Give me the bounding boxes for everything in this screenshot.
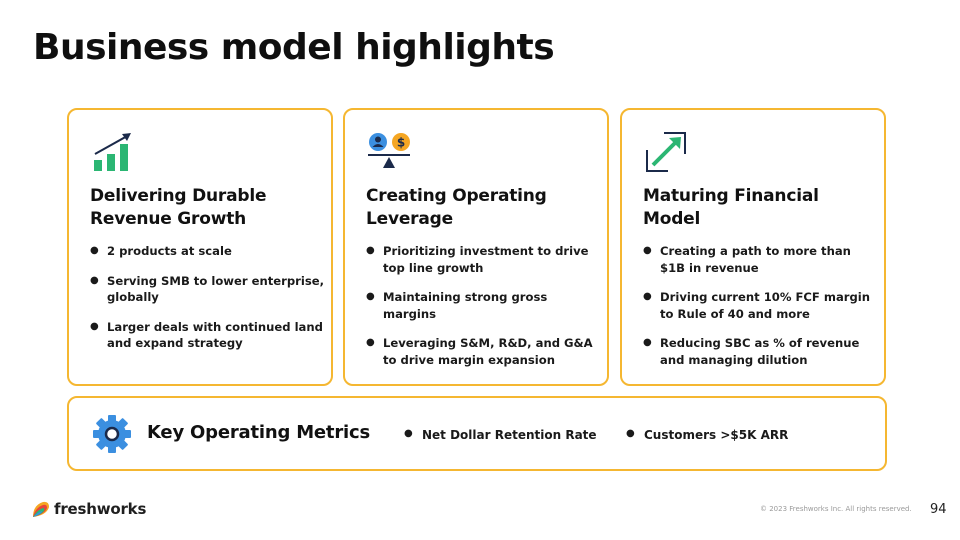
bullet-list: Creating a path to more than $1B in reve…	[643, 243, 879, 381]
page-number: 94	[930, 502, 947, 517]
bullet-item: 2 products at scale	[90, 243, 326, 260]
card-title: Creating Operating Leverage	[366, 186, 547, 229]
balance-scale-icon: $	[368, 133, 410, 168]
bullet-item: Driving current 10% FCF margin to Rule o…	[643, 289, 879, 322]
bullet-item: Serving SMB to lower enterprise, globall…	[90, 273, 326, 306]
card-title: Maturing Financial Model	[643, 186, 819, 229]
metric-item: Customers >$5K ARR	[626, 428, 788, 442]
logo-wordmark: freshworks	[54, 500, 147, 518]
card-title: Delivering Durable Revenue Growth	[90, 186, 267, 229]
bullet-item: Prioritizing investment to drive top lin…	[366, 243, 602, 276]
card-financial-model: Maturing Financial Model Creating a path…	[620, 108, 886, 386]
metric-item: Net Dollar Retention Rate	[404, 428, 597, 442]
bullet-item: Reducing SBC as % of revenue and managin…	[643, 335, 879, 368]
bullet-item: Leveraging S&M, R&D, and G&A to drive ma…	[366, 335, 602, 368]
metrics-title: Key Operating Metrics	[147, 422, 370, 443]
bullet-list: Prioritizing investment to drive top lin…	[366, 243, 602, 381]
bullet-item: Creating a path to more than $1B in reve…	[643, 243, 879, 276]
freshworks-logo-icon	[33, 501, 49, 517]
svg-text:$: $	[397, 136, 405, 150]
key-metrics-panel: Key Operating Metrics Net Dollar Retenti…	[67, 396, 887, 471]
card-revenue-growth: Delivering Durable Revenue Growth 2 prod…	[67, 108, 333, 386]
gear-icon	[93, 415, 131, 453]
copyright-text: © 2023 Freshworks Inc. All rights reserv…	[760, 505, 912, 513]
expand-arrow-icon	[646, 132, 686, 172]
card-operating-leverage: $ Creating Operating Leverage Prioritizi…	[343, 108, 609, 386]
bullet-item: Larger deals with continued land and exp…	[90, 319, 326, 352]
bullet-item: Maintaining strong gross margins	[366, 289, 602, 322]
page-title: Business model highlights	[33, 27, 555, 68]
bullet-list: 2 products at scale Serving SMB to lower…	[90, 243, 326, 365]
bar-chart-growth-icon	[94, 133, 131, 171]
freshworks-logo: freshworks	[31, 498, 146, 520]
